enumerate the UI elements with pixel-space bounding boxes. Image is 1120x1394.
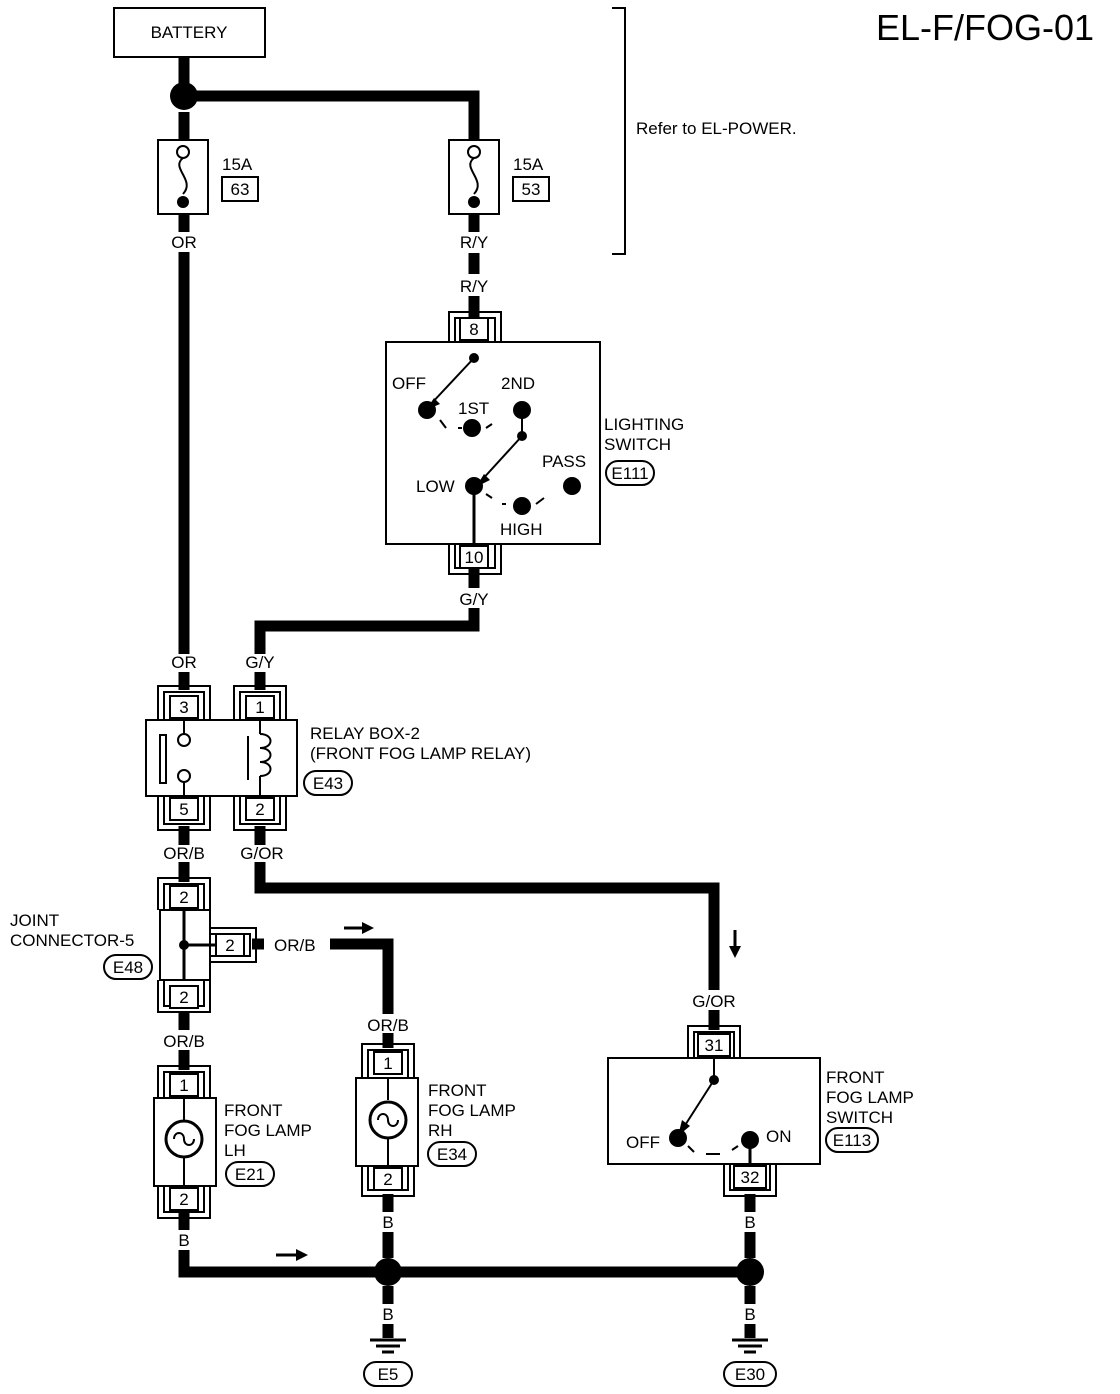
splice-battery bbox=[170, 82, 198, 110]
lamp-lh-pin-top: 1 bbox=[179, 1076, 188, 1095]
wire-gy-switch: G/Y bbox=[459, 590, 488, 609]
fuse-53-number: 53 bbox=[522, 180, 541, 199]
joint-name-1: JOINT bbox=[10, 911, 59, 930]
fuse-53: 15A 53 bbox=[448, 139, 550, 215]
fuse-53-amp: 15A bbox=[513, 155, 544, 174]
wire-orb-lh: OR/B bbox=[163, 1032, 205, 1051]
wire-orb-joint: OR/B bbox=[274, 936, 316, 955]
lamp-lh-connector: E21 bbox=[235, 1165, 265, 1184]
ground-e30-label: E30 bbox=[735, 1365, 765, 1384]
joint-connector-id: E48 bbox=[113, 958, 143, 977]
fuse-63: 15A 63 bbox=[157, 139, 259, 215]
wire-b-rh: B bbox=[382, 1213, 393, 1232]
fog-switch-name-3: SWITCH bbox=[826, 1108, 893, 1127]
lighting-switch-name-2: SWITCH bbox=[604, 435, 671, 454]
fog-switch-pin-top: 31 bbox=[705, 1036, 724, 1055]
lighting-switch-pin-bottom: 10 bbox=[465, 548, 484, 567]
lighting-switch-low: LOW bbox=[416, 477, 455, 496]
lamp-lh-name-1: FRONT bbox=[224, 1101, 283, 1120]
lighting-switch-connector: E111 bbox=[611, 464, 648, 483]
relay-connector: E43 bbox=[313, 774, 343, 793]
battery-box bbox=[113, 7, 266, 58]
lamp-lh-name-3: LH bbox=[224, 1141, 246, 1160]
current-arrow-right-lower bbox=[276, 1249, 308, 1261]
fog-lamp-lh: 1 2 FRONT FOG LAMP LH E21 bbox=[153, 1065, 312, 1219]
current-arrow-down bbox=[729, 930, 741, 958]
joint-connector-5: 2 2 2 JOINT CONNECTOR-5 E48 bbox=[10, 877, 257, 1013]
ground-e30: E30 bbox=[723, 1338, 777, 1387]
lighting-switch-pin-top: 8 bbox=[469, 320, 478, 339]
lamp-rh-name-2: FOG LAMP bbox=[428, 1101, 516, 1120]
relay-pin-3: 3 bbox=[179, 698, 188, 717]
relay-name-2: (FRONT FOG LAMP RELAY) bbox=[310, 744, 531, 763]
wire-ry-top: R/Y bbox=[460, 233, 488, 252]
joint-pin-top: 2 bbox=[179, 888, 188, 907]
joint-name-2: CONNECTOR-5 bbox=[10, 931, 134, 950]
wire-ry-bottom: R/Y bbox=[460, 277, 488, 296]
wire-b-lh: B bbox=[178, 1231, 189, 1250]
lamp-rh-name-1: FRONT bbox=[428, 1081, 487, 1100]
fog-switch-name-1: FRONT bbox=[826, 1068, 885, 1087]
fog-switch-off: OFF bbox=[626, 1133, 660, 1152]
wire-b-e5: B bbox=[382, 1305, 393, 1324]
wire-gor-relay: G/OR bbox=[240, 844, 283, 863]
lighting-switch-off: OFF bbox=[392, 374, 426, 393]
wire-gy-relay: G/Y bbox=[245, 653, 274, 672]
wire-orb-rh: OR/B bbox=[367, 1016, 409, 1035]
relay-pin-2: 2 bbox=[255, 800, 264, 819]
power-bracket bbox=[612, 7, 626, 255]
wire-or-top: OR bbox=[171, 233, 197, 252]
ground-e5-label: E5 bbox=[378, 1365, 399, 1384]
lighting-switch-2nd: 2ND bbox=[501, 374, 535, 393]
battery-label: BATTERY bbox=[151, 23, 228, 42]
refer-note: Refer to EL-POWER. bbox=[636, 119, 797, 138]
lighting-switch-pass: PASS bbox=[542, 452, 586, 471]
joint-pin-side: 2 bbox=[225, 936, 234, 955]
lamp-rh-name-3: RH bbox=[428, 1121, 453, 1140]
lamp-rh-pin-top: 1 bbox=[383, 1054, 392, 1073]
ground-e5: E5 bbox=[363, 1338, 413, 1387]
fog-switch-pin-bottom: 32 bbox=[741, 1168, 760, 1187]
lighting-switch-1st: 1ST bbox=[458, 399, 489, 418]
fog-switch-connector: E113 bbox=[833, 1131, 871, 1150]
wire-b-e30: B bbox=[744, 1305, 755, 1324]
lighting-switch: 8 10 OFF 1ST 2ND LOW PASS HIGH LIGHTING … bbox=[385, 311, 684, 575]
fog-switch-name-2: FOG LAMP bbox=[826, 1088, 914, 1107]
fog-lamp-rh: 1 2 FRONT FOG LAMP RH E34 bbox=[355, 1043, 516, 1197]
fog-switch-on: ON bbox=[766, 1127, 792, 1146]
lamp-rh-pin-bottom: 2 bbox=[383, 1170, 392, 1189]
fuse-63-amp: 15A bbox=[222, 155, 253, 174]
wire-gor-switch: G/OR bbox=[692, 992, 735, 1011]
splice-ground-e5 bbox=[374, 1258, 402, 1286]
lamp-lh-name-2: FOG LAMP bbox=[224, 1121, 312, 1140]
diagram-title: EL-F/FOG-01 bbox=[876, 7, 1094, 48]
relay-box-2: 3 1 5 2 RELAY BOX-2 (FRONT FOG LAMP RELA… bbox=[145, 685, 531, 831]
lighting-switch-high: HIGH bbox=[500, 520, 543, 539]
relay-name-1: RELAY BOX-2 bbox=[310, 724, 420, 743]
lamp-rh-connector: E34 bbox=[437, 1145, 467, 1164]
joint-pin-bottom: 2 bbox=[179, 988, 188, 1007]
lamp-lh-pin-bottom: 2 bbox=[179, 1190, 188, 1209]
current-arrow-right-upper bbox=[344, 922, 374, 934]
fog-lamp-switch: 31 32 OFF ON FRONT FOG LAMP SWITCH E113 bbox=[607, 1025, 914, 1197]
splice-ground-e30 bbox=[736, 1258, 764, 1286]
wire-b-switch: B bbox=[744, 1213, 755, 1232]
fuse-63-number: 63 bbox=[231, 180, 250, 199]
wire-or-relay: OR bbox=[171, 653, 197, 672]
lighting-switch-name-1: LIGHTING bbox=[604, 415, 684, 434]
relay-pin-1: 1 bbox=[255, 698, 264, 717]
wire-orb-relay: OR/B bbox=[163, 844, 205, 863]
relay-pin-5: 5 bbox=[179, 800, 188, 819]
